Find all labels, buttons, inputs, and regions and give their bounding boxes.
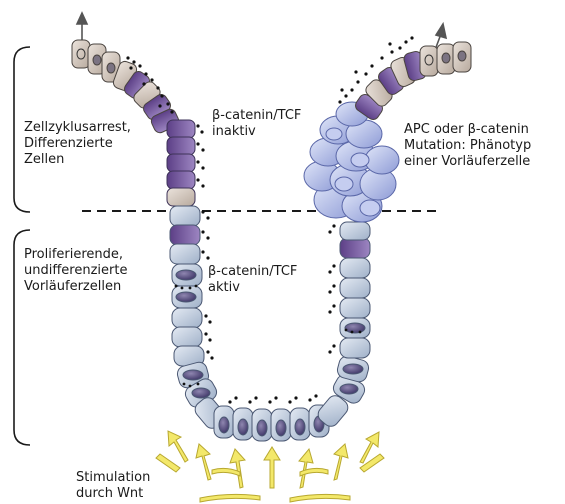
label-line: Differenzierte	[24, 136, 131, 152]
left-column-upper	[167, 120, 195, 206]
crypt-bottom-cells	[192, 392, 351, 441]
label-line: inaktiv	[212, 124, 301, 140]
label-line: einer Vorläuferzelle	[404, 154, 531, 170]
right-column-lower	[331, 222, 371, 406]
mutant-cell-cluster	[304, 102, 399, 222]
label-line: β-catenin/TCF	[208, 264, 297, 280]
wnt-stimulation-arrows	[156, 431, 384, 502]
label-line: Stimulation	[76, 470, 150, 486]
label-line: durch Wnt	[76, 486, 150, 502]
label-line: undifferenzierte	[24, 263, 127, 279]
label-line: Vorläuferzellen	[24, 279, 127, 295]
label-tcf-inactive: β-catenin/TCF inaktiv	[212, 108, 301, 140]
up-arrow-icon-left	[77, 13, 87, 40]
label-line: Zellen	[24, 152, 131, 168]
left-column-lower	[170, 206, 219, 410]
label-proliferative-zone: Proliferierende, undifferenzierte Vorläu…	[24, 247, 127, 295]
label-line: Mutation: Phänotyp	[404, 138, 531, 154]
label-line: β-catenin/TCF	[212, 108, 301, 124]
label-differentiated-zone: Zellzyklusarrest, Differenzierte Zellen	[24, 120, 131, 168]
label-line: APC oder β-catenin	[404, 122, 531, 138]
label-line: Proliferierende,	[24, 247, 127, 263]
label-tcf-active: β-catenin/TCF aktiv	[208, 264, 297, 296]
label-mutation: APC oder β-catenin Mutation: Phänotyp ei…	[404, 122, 531, 170]
label-wnt-stimulation: Stimulation durch Wnt	[76, 470, 150, 502]
right-differentiated-cells	[353, 42, 471, 122]
label-line: Zellzyklusarrest,	[24, 120, 131, 136]
label-line: aktiv	[208, 280, 297, 296]
